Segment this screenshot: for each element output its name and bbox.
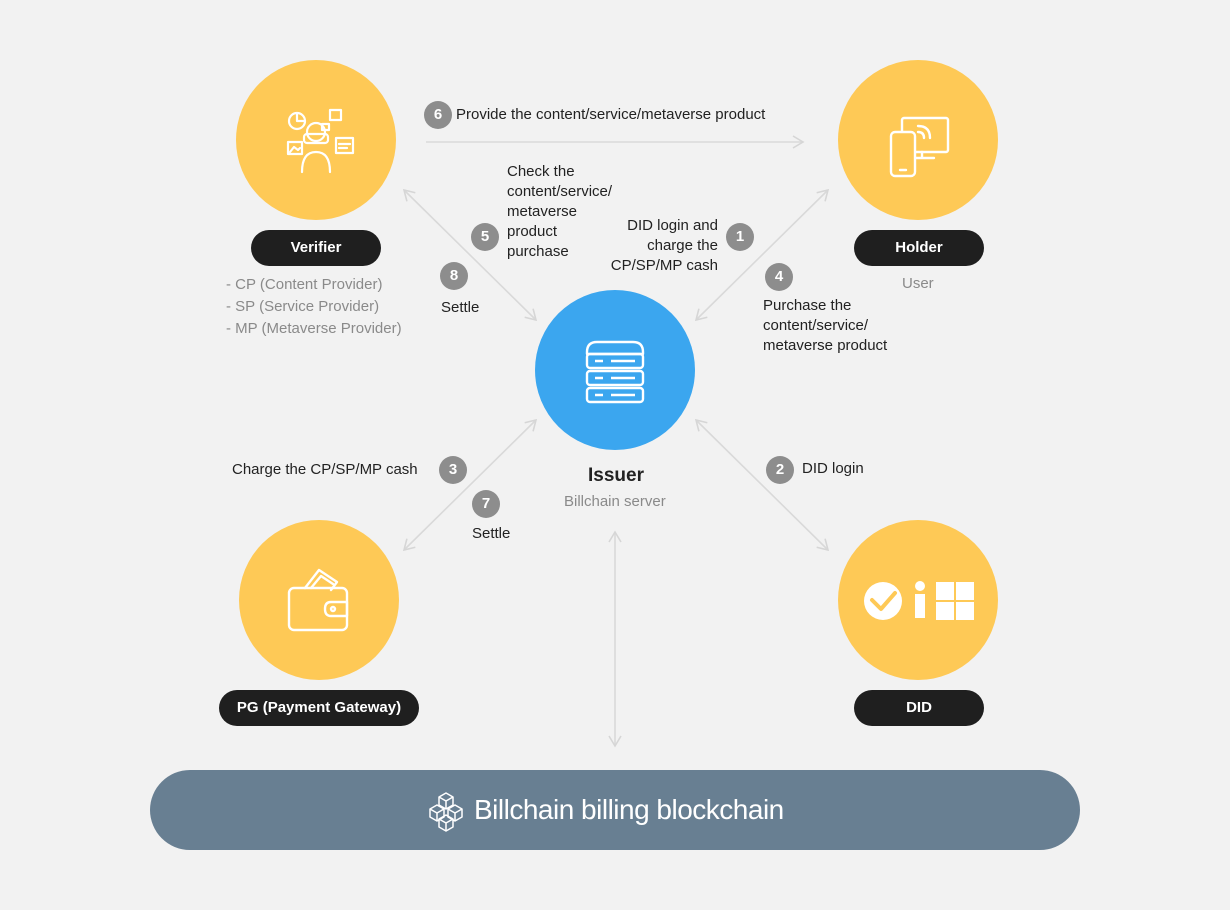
- step-3-label: Charge the CP/SP/MP cash: [232, 461, 418, 478]
- blockchain-label: Billchain billing blockchain: [474, 794, 784, 825]
- step-5-line: content/service/: [507, 183, 613, 200]
- did-label: DID: [906, 699, 932, 716]
- step-8-label: Settle: [441, 299, 480, 316]
- arrow-pg-issuer: [402, 418, 538, 552]
- step-2-badge: 2: [766, 456, 794, 484]
- step-4-line: content/service/: [763, 317, 869, 334]
- step-8-badge: 8: [440, 262, 468, 290]
- step-1-badge: 1: [726, 223, 754, 251]
- issuer-label: Issuer: [588, 465, 644, 486]
- verifier-label: Verifier: [290, 239, 342, 256]
- pg-pill: PG (Payment Gateway): [219, 690, 419, 726]
- verifier-pill: Verifier: [251, 230, 381, 266]
- step-5-line: metaverse: [507, 203, 578, 220]
- devices-icon: [889, 116, 950, 178]
- step-6-badge: 6: [424, 101, 452, 129]
- holder-node: [838, 60, 998, 220]
- step-5-label: Check the content/service/ metaverse pro…: [507, 162, 612, 262]
- step-5-line: product: [507, 223, 558, 240]
- step-3-badge: 3: [439, 456, 467, 484]
- issuer-sub: Billchain server: [564, 493, 666, 510]
- holder-label: Holder: [895, 239, 943, 256]
- step-5-line: Check the: [507, 163, 575, 180]
- arrow-verifier-issuer: [402, 188, 538, 322]
- holder-sub: User: [902, 275, 934, 292]
- step-4-line: metaverse product: [763, 337, 888, 354]
- step-1-line: CP/SP/MP cash: [610, 257, 718, 274]
- did-logo-icon: [864, 581, 974, 620]
- step-4-label: Purchase the content/service/ metaverse …: [763, 296, 887, 356]
- verifier-note-mp: - MP (Metaverse Provider): [226, 320, 402, 337]
- verifier-node: [236, 60, 396, 220]
- verifier-note-sp: - SP (Service Provider): [226, 298, 380, 315]
- step-7-label: Settle: [472, 525, 511, 542]
- blockchain-icon: [429, 792, 463, 832]
- step-1-label: DID login and charge the CP/SP/MP cash: [600, 216, 718, 276]
- step-7-badge: 7: [472, 490, 500, 518]
- step-4-badge: 4: [765, 263, 793, 291]
- holder-pill: Holder: [854, 230, 984, 266]
- step-5-line: purchase: [507, 243, 569, 260]
- step-1-line: DID login and: [627, 217, 718, 234]
- arrow-holder-issuer: [694, 188, 830, 322]
- arrow-did-issuer: [694, 418, 830, 552]
- issuer-node: [535, 290, 695, 450]
- pg-label: PG (Payment Gateway): [236, 699, 402, 716]
- step-4-line: Purchase the: [763, 297, 852, 314]
- step-2-label: DID login: [802, 460, 864, 477]
- blockchain-bar: [150, 770, 1080, 850]
- server-icon: [585, 340, 645, 404]
- step-5-badge: 5: [471, 223, 499, 251]
- pg-node: [239, 520, 399, 680]
- user-vr-icon: [286, 108, 355, 174]
- step-6-label: Provide the content/service/metaverse pr…: [456, 106, 766, 123]
- verifier-note-cp: - CP (Content Provider): [226, 276, 383, 293]
- did-pill: DID: [854, 690, 984, 726]
- wallet-icon: [287, 568, 349, 632]
- step-1-line: charge the: [647, 237, 718, 254]
- did-node: [838, 520, 998, 680]
